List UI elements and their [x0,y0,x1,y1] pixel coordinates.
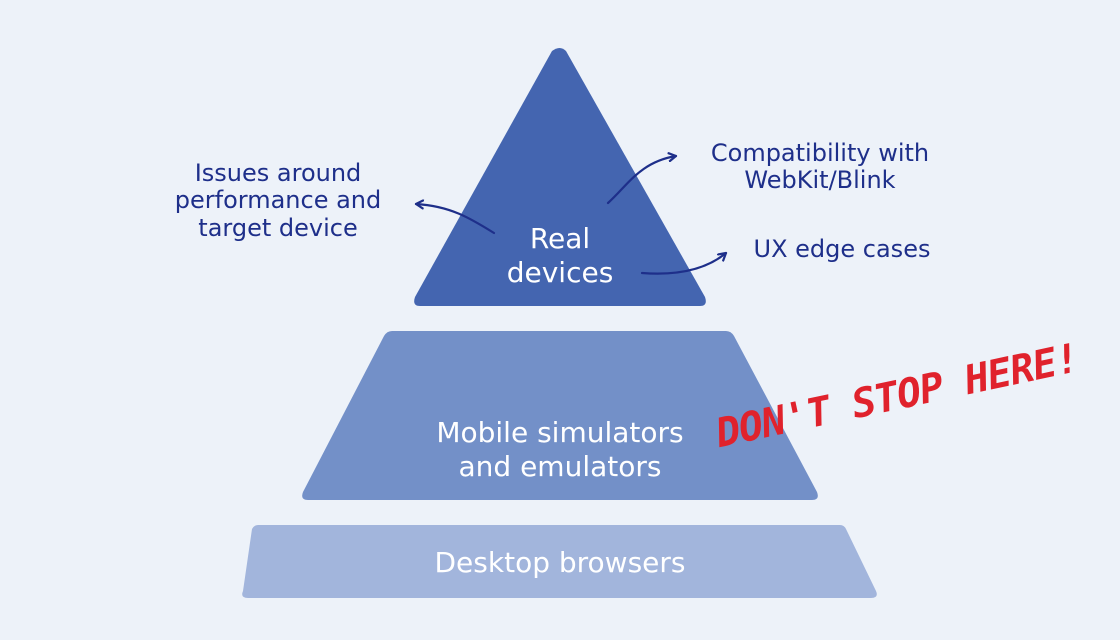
tier-bottom-label: Desktop browsers [434,546,686,579]
tier-top-label: Real devices [506,222,614,290]
pyramid-tier-top [414,48,706,306]
annotation-ux-edge-cases: UX edge cases [753,235,931,263]
annotation-performance: Issues around performance and target dev… [174,159,382,242]
arrow-to-ux-edge-cases [640,251,728,275]
pyramid-tier-middle [302,331,818,500]
arrow-to-compatibility [606,156,678,205]
annotation-compatibility: Compatibility with WebKit/Blink [710,139,930,195]
arrow-to-performance [414,204,496,235]
pyramid-tier-bottom [242,525,877,598]
tier-middle-label: Mobile simulators and emulators [436,416,684,484]
